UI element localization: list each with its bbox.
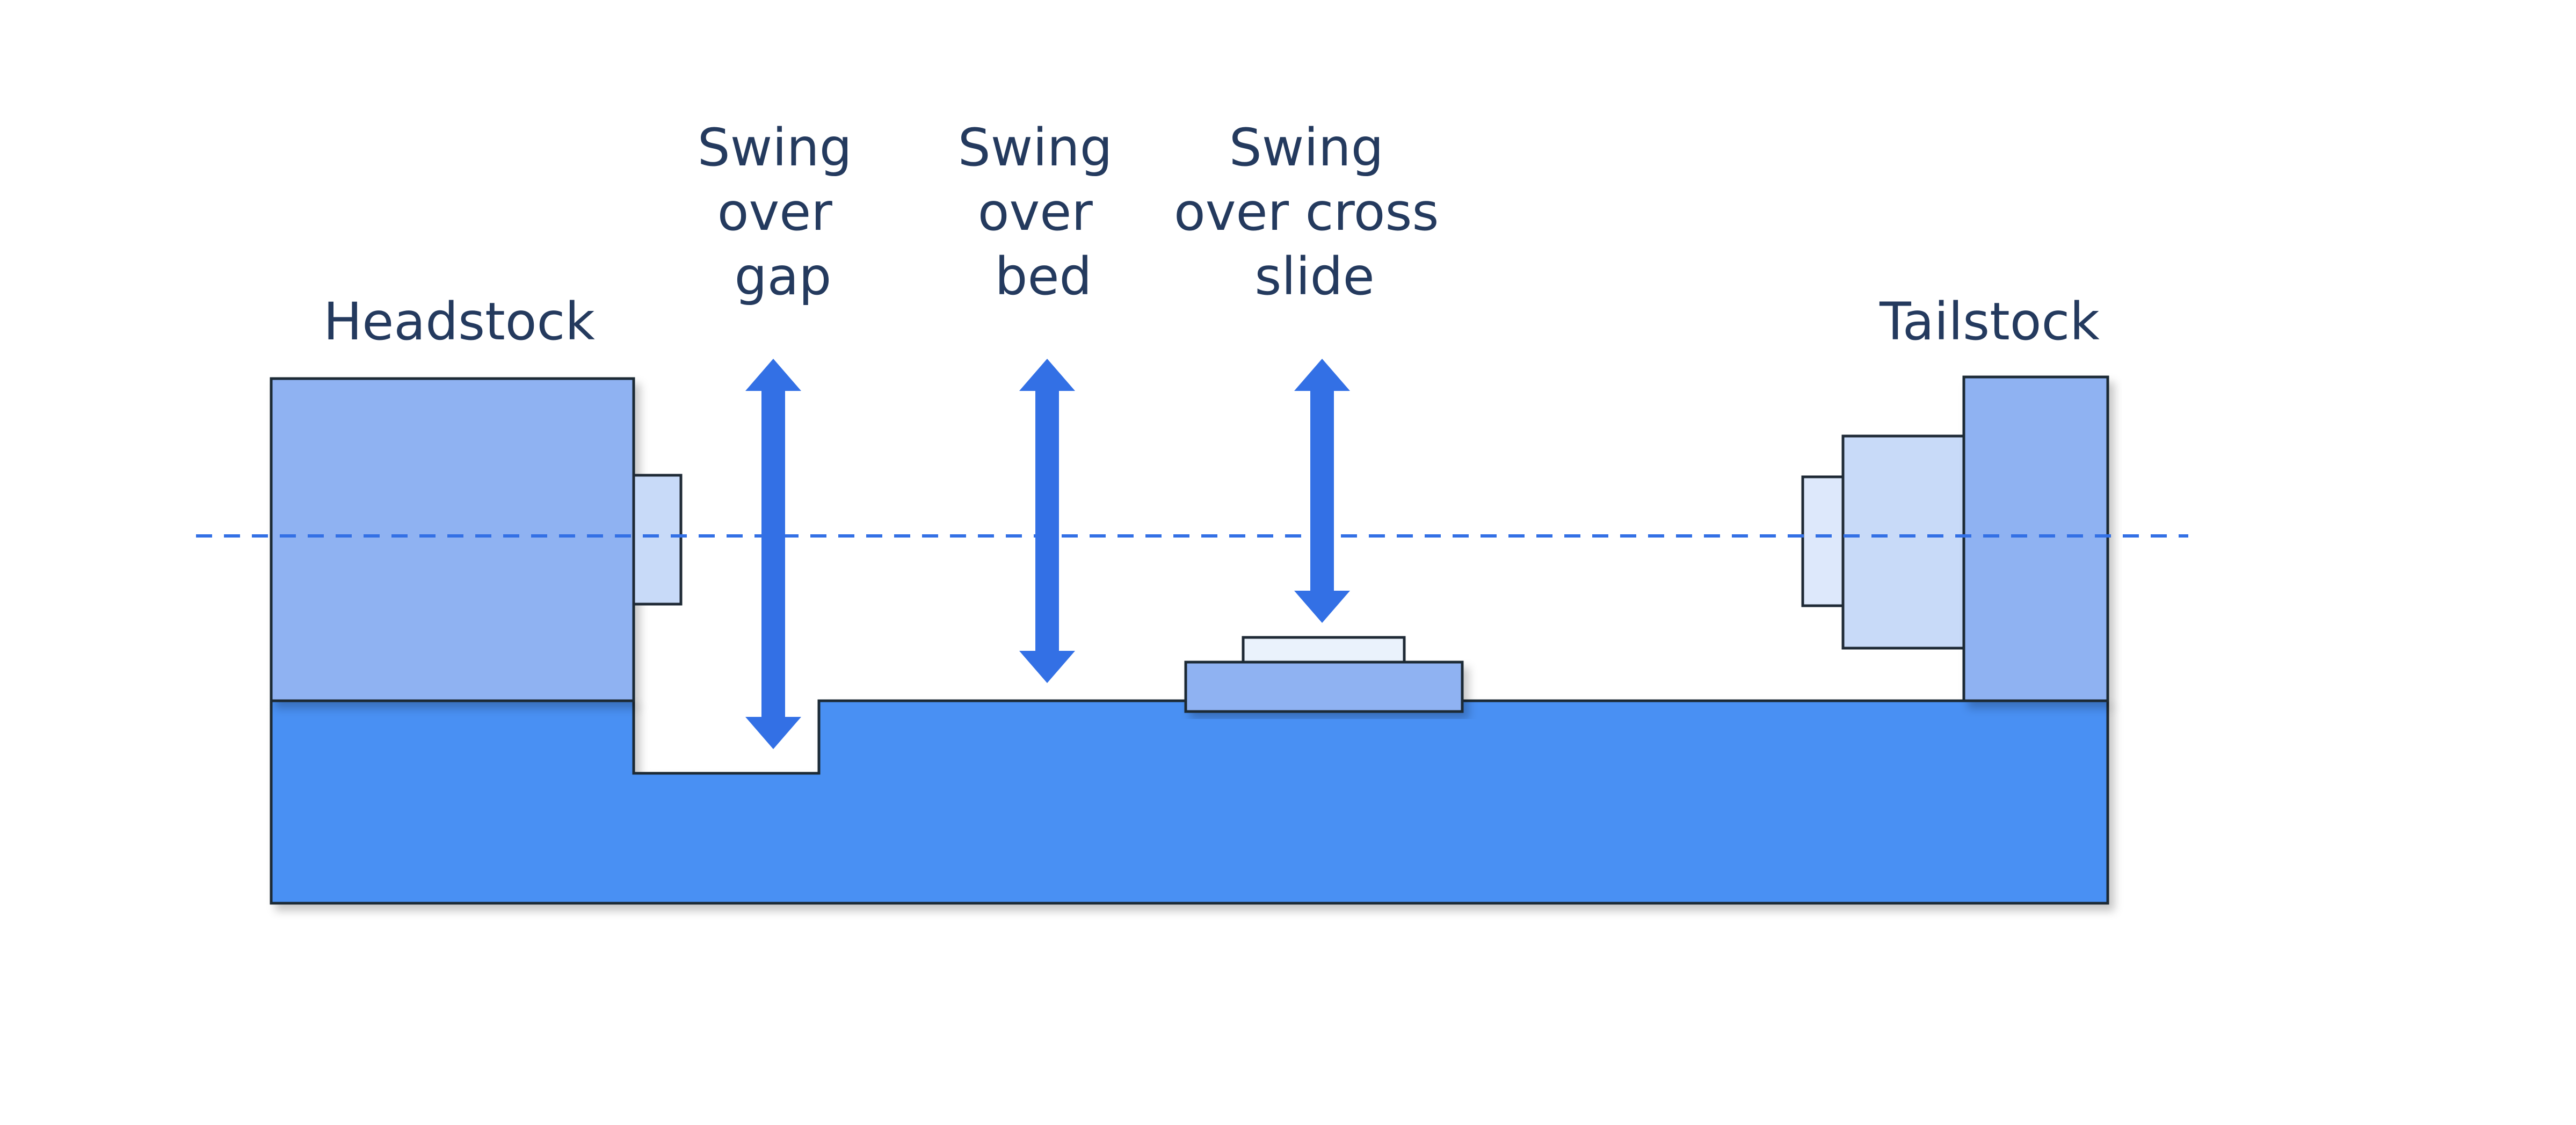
- swing-over-bed-label: Swing over bed: [958, 118, 1129, 307]
- tailstock-label: Tailstock: [1879, 292, 2100, 352]
- cross-slide: [1184, 661, 1464, 713]
- label-line: over: [717, 182, 833, 242]
- double-arrow-icon: [1019, 359, 1075, 683]
- tool-post: [1242, 636, 1406, 665]
- tailstock-tip: [1801, 475, 1845, 607]
- tailstock-quill: [1841, 434, 1965, 650]
- label-line: Swing: [958, 118, 1113, 178]
- label-line: Swing: [698, 118, 852, 178]
- spindle-nose: [632, 474, 683, 606]
- label-line: gap: [735, 246, 832, 307]
- headstock-label: Headstock: [323, 292, 595, 352]
- label-line: bed: [995, 246, 1092, 307]
- label-line: over cross: [1174, 182, 1439, 242]
- label-line: slide: [1254, 246, 1374, 307]
- lathe-bed: [270, 699, 2109, 905]
- headstock-body: [270, 377, 635, 702]
- label-line: Swing: [1229, 118, 1384, 178]
- swing-over-gap-label: Swing over gap: [698, 118, 868, 307]
- tailstock-body: [1962, 375, 2109, 702]
- double-arrow-icon: [1294, 359, 1350, 623]
- label-line: over: [978, 182, 1093, 242]
- swing-over-cross-slide-label: Swing over cross slide: [1174, 118, 1455, 307]
- double-arrow-icon: [745, 359, 801, 749]
